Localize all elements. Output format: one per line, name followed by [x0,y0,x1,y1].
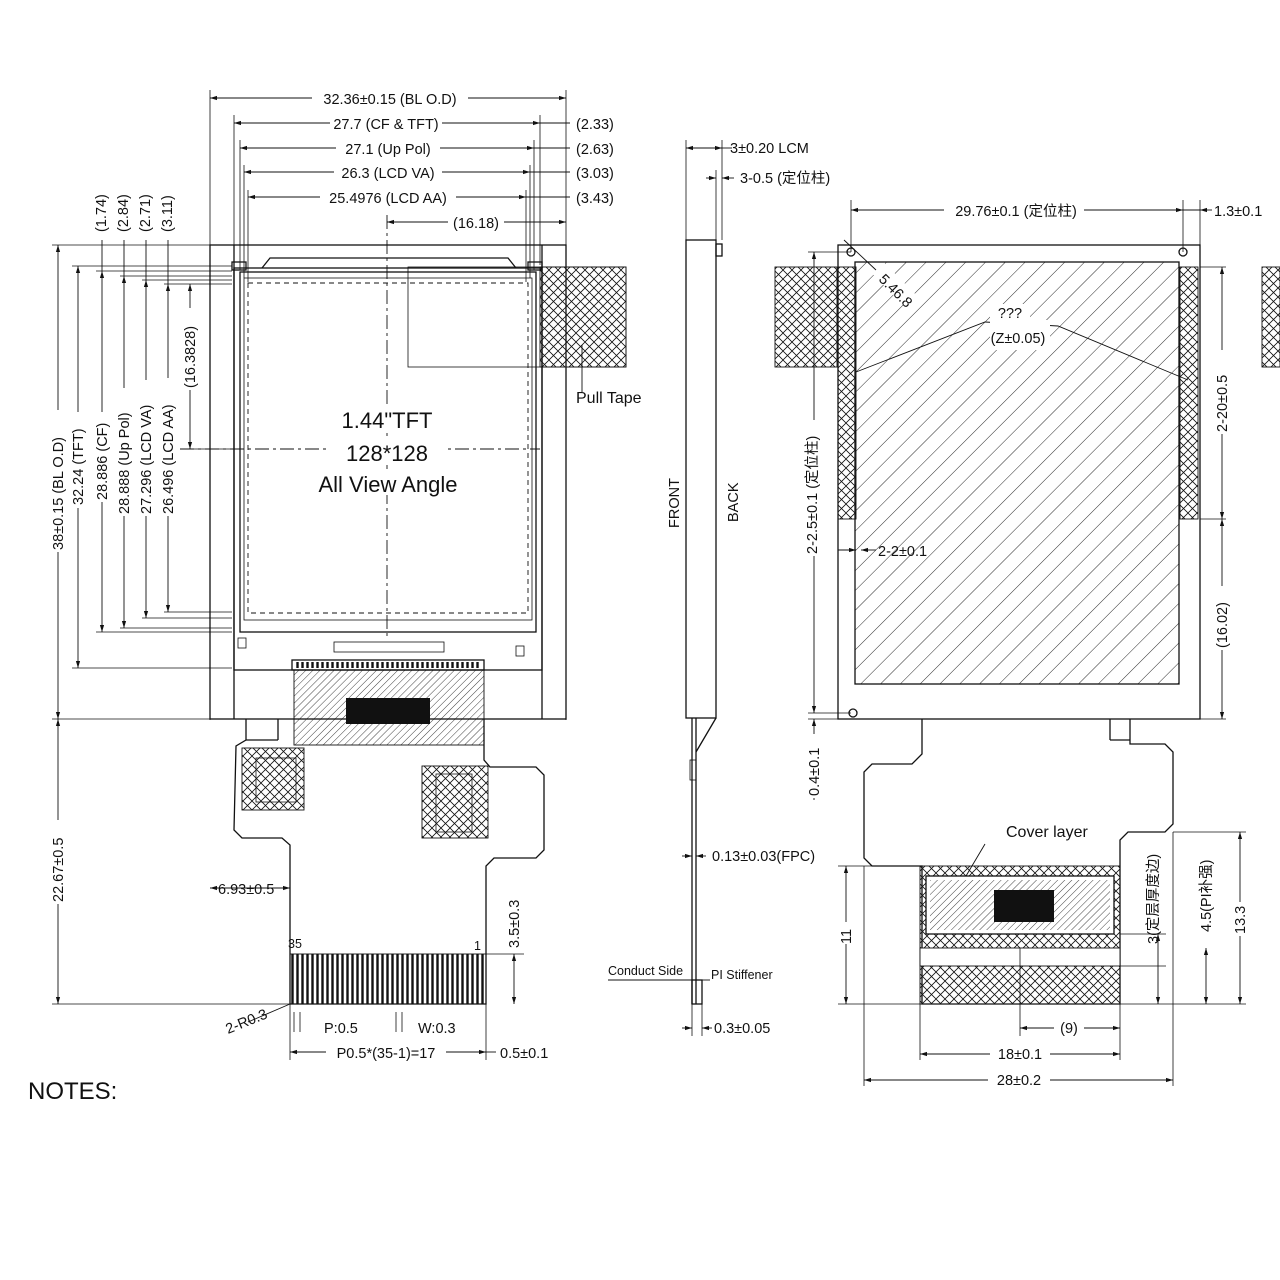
dim-lcdva-width: 26.3 (LCD VA) [341,166,434,182]
label-back: BACK [726,482,742,522]
label-resolution: 128*128 [346,441,428,466]
dim-fpc-thickness: 0.13±0.03(FPC) [712,849,815,865]
dim-lcdaa-height: 26.496 (LCD AA) [161,404,177,514]
dim-right-1602: (16.02) [1215,602,1231,648]
front-view-labels: 32.36±0.15 (BL O.D) 27.7 (CF & TFT) 27.1… [50,90,642,1062]
pin-35-label: 35 [288,937,302,951]
dim-174: (1.74) [94,194,110,232]
dim-left-25: 2-2.5±0.1 (定位柱) [804,436,821,554]
label-conduct-side: Conduct Side [608,964,683,978]
dim-cf-height: 28.886 (CF) [95,423,111,500]
dim-lcm-thickness: 3±0.20 LCM [730,141,809,157]
notes-heading: NOTES: [28,1078,117,1105]
dim-271: (2.71) [138,194,154,232]
side-view [608,140,734,1036]
dim-1618: (16.18) [453,216,499,232]
dim-233: (2.33) [576,117,614,133]
dim-343: (3.43) [576,191,614,207]
dim-18: 18±0.1 [998,1047,1042,1063]
dim-9: (9) [1060,1021,1078,1037]
dim-bl-width: 32.36±0.15 (BL O.D) [323,92,456,108]
dim-3: 3(定层厚度边) [1145,854,1162,944]
dim-width: W:0.3 [418,1021,456,1037]
dim-fpc-offset: 6.93±0.5 [218,882,274,898]
dim-pitch-total: P0.5*(35-1)=17 [337,1046,436,1062]
label-tft-size: 1.44"TFT [342,408,433,433]
dim-pin-length: 3.5±0.3 [507,900,523,948]
dim-133: 13.3 [1233,906,1249,934]
dim-263: (2.63) [576,142,614,158]
dim-edge: 0.5±0.1 [500,1046,548,1062]
dim-post: 3-0.5 (定位柱) [740,170,830,187]
label-front: FRONT [667,478,683,528]
back-view-labels: 29.76±0.1 (定位柱) 1.3±0.1 5.46.8 ??? (Z±0.… [804,202,1262,1089]
label-question: ??? [998,306,1022,322]
front-view [52,90,627,1060]
dim-45: 4.5(PI补强) [1198,859,1215,932]
dim-tft-height: 32.24 (TFT) [71,428,87,505]
dim-bl-height: 38±0.15 (BL O.D) [51,437,67,550]
pin-1-label: 1 [474,939,481,953]
dim-corner-radius: 2-R0.3 [224,1007,270,1038]
dim-284: (2.84) [116,194,132,232]
dim-311: (3.11) [160,195,176,232]
dim-fpc-length: 22.67±0.5 [51,838,67,902]
dim-cf-width: 27.7 (CF & TFT) [333,117,438,133]
dim-28: 28±0.2 [997,1073,1041,1089]
dim-post-span: 29.76±0.1 (定位柱) [955,203,1077,220]
dim-left-04: 0.4±0.1 [807,748,823,796]
dim-stiffener-thickness: 0.3±0.05 [714,1021,770,1037]
label-tolerance: (Z±0.05) [991,331,1046,347]
dim-303: (3.03) [576,166,614,182]
dim-uppol-width: 27.1 (Up Pol) [345,142,430,158]
dim-11: 11 [839,929,855,944]
label-cover-layer: Cover layer [1006,824,1088,841]
dim-post-edge: 1.3±0.1 [1214,204,1262,220]
side-view-labels: 3±0.20 LCM 3-0.5 (定位柱) FRONT BACK 0.13±0… [608,141,830,1037]
dim-uppol-height: 28.888 (Up Pol) [117,412,133,514]
dim-right-20: 2-20±0.5 [1215,375,1231,432]
dim-lcdva-height: 27.296 (LCD VA) [139,405,155,514]
dim-left-2: 2-2±0.1 [878,544,927,560]
dim-163828: (16.3828) [183,326,199,388]
dim-pitch: P:0.5 [324,1021,358,1037]
label-pi-stiffener: PI Stiffener [711,968,773,982]
label-pull-tape: Pull Tape [576,390,642,407]
dim-lcdaa-width: 25.4976 (LCD AA) [329,191,447,207]
label-view-angle: All View Angle [318,472,457,497]
